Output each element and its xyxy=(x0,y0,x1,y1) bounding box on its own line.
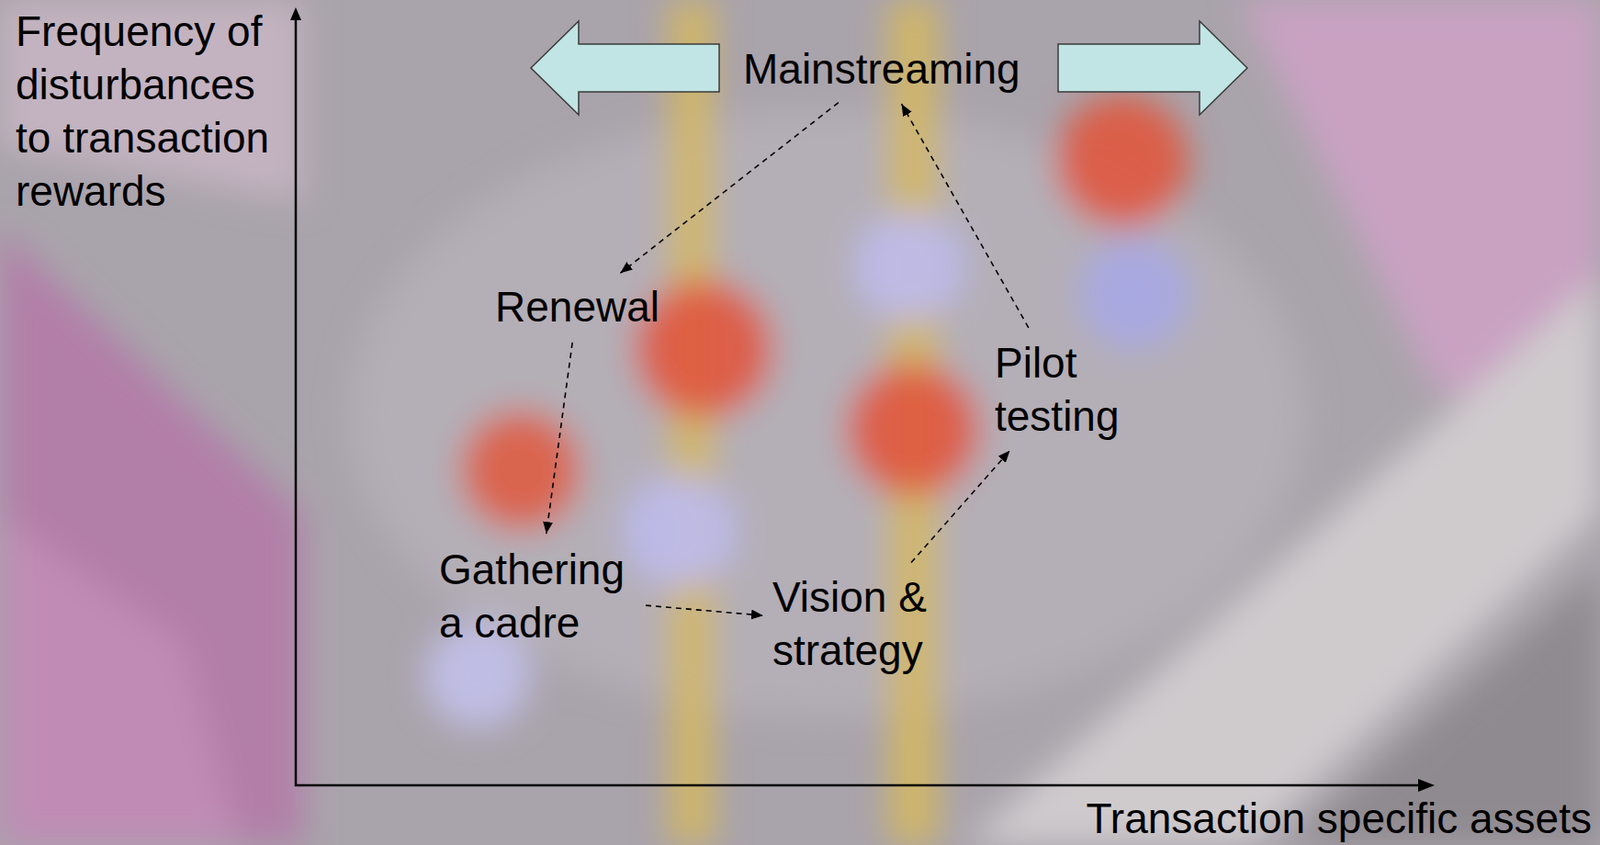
photo-blob xyxy=(854,211,965,322)
photo-blob xyxy=(846,363,980,496)
dashed-arrow xyxy=(619,102,838,274)
block-arrow-right xyxy=(1058,21,1248,115)
y-axis-title: Frequency of disturbances to transaction… xyxy=(15,4,284,218)
stage-text-node: Vision & strategy xyxy=(768,566,947,681)
photo-blob xyxy=(622,473,737,588)
photo-blob xyxy=(461,410,581,530)
stage-text-node: Mainstreaming xyxy=(739,38,1025,100)
dashed-arrow xyxy=(645,605,764,616)
photo-region xyxy=(0,229,304,845)
stage-label: Renewal xyxy=(495,280,660,334)
stage-label: Gathering a cadre xyxy=(439,542,637,650)
photo-region xyxy=(0,514,239,845)
dashed-arrow xyxy=(911,450,1010,564)
block-arrow-left xyxy=(530,21,720,115)
x-axis xyxy=(294,784,1420,788)
photo-blob xyxy=(1056,94,1189,227)
dashed-arrow xyxy=(546,342,573,534)
axis-arrowhead xyxy=(290,7,302,21)
stage-text-node: Gathering a cadre xyxy=(435,539,641,654)
dashed-arrow xyxy=(901,103,1029,328)
photo-blob xyxy=(1079,238,1190,350)
stage-label: Mainstreaming xyxy=(743,42,1021,96)
y-axis xyxy=(294,18,298,787)
stage-text-node: Pilot testing xyxy=(991,332,1137,447)
stage-label: Vision & strategy xyxy=(772,570,943,677)
stage-text-node: Renewal xyxy=(491,276,664,338)
x-axis-title: Transaction specific assets xyxy=(1085,791,1592,845)
stage-label: Pilot testing xyxy=(994,336,1133,443)
axis-arrowhead xyxy=(1418,778,1435,792)
photo-stripe xyxy=(668,0,715,845)
